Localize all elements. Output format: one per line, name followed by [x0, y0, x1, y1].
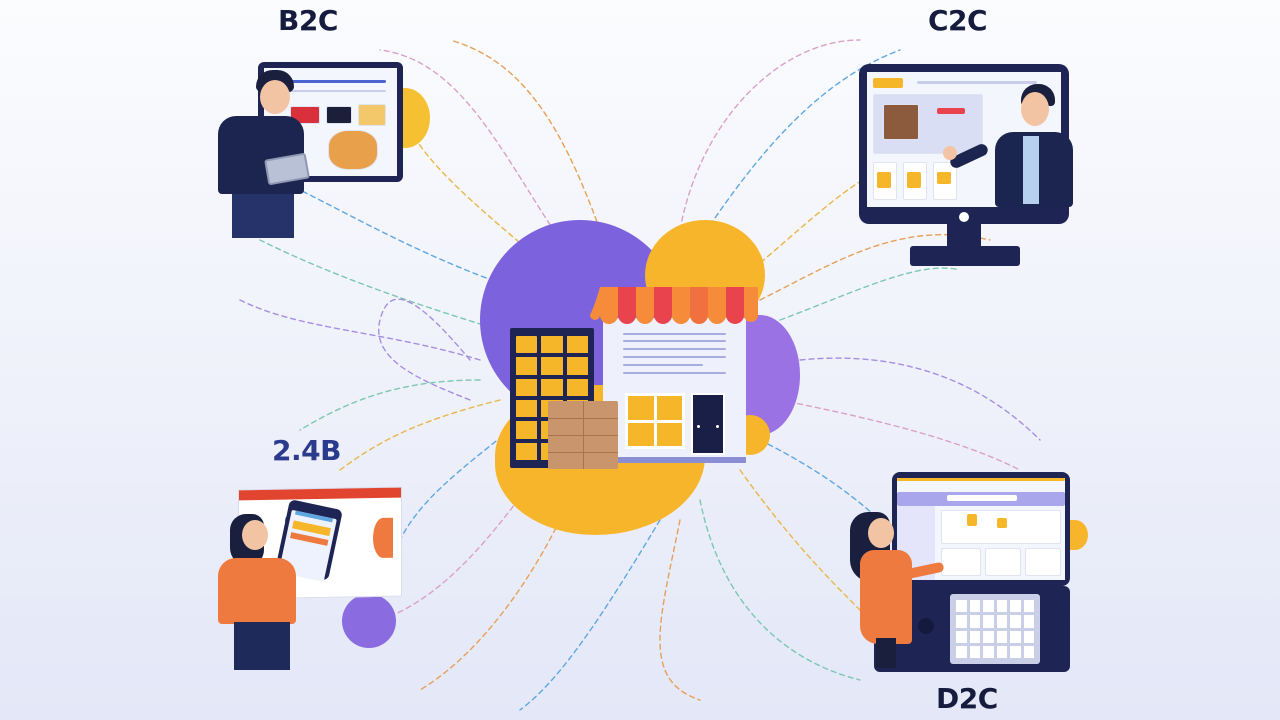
power-button [959, 212, 969, 222]
awning-icon [590, 287, 758, 324]
purple-circle [342, 594, 396, 648]
node-b2c [210, 58, 440, 243]
label-c2c: C2C [928, 4, 988, 37]
label-b2b: 2.4B [272, 434, 341, 467]
cardboard-boxes [548, 401, 618, 469]
monitor-base [910, 246, 1020, 266]
door-icon [691, 393, 725, 455]
touchpad [918, 618, 934, 634]
label-d2c: D2C [936, 682, 998, 715]
label-b2c: B2C [278, 4, 338, 37]
node-c2c [855, 60, 1075, 270]
node-d2c [840, 468, 1090, 673]
laptop-keyboard-icon [874, 586, 1070, 672]
hub-storefront [470, 215, 810, 545]
monitor-stand [947, 224, 981, 248]
display-window [625, 393, 685, 449]
node-b2b [212, 484, 412, 670]
store-building [603, 318, 746, 463]
